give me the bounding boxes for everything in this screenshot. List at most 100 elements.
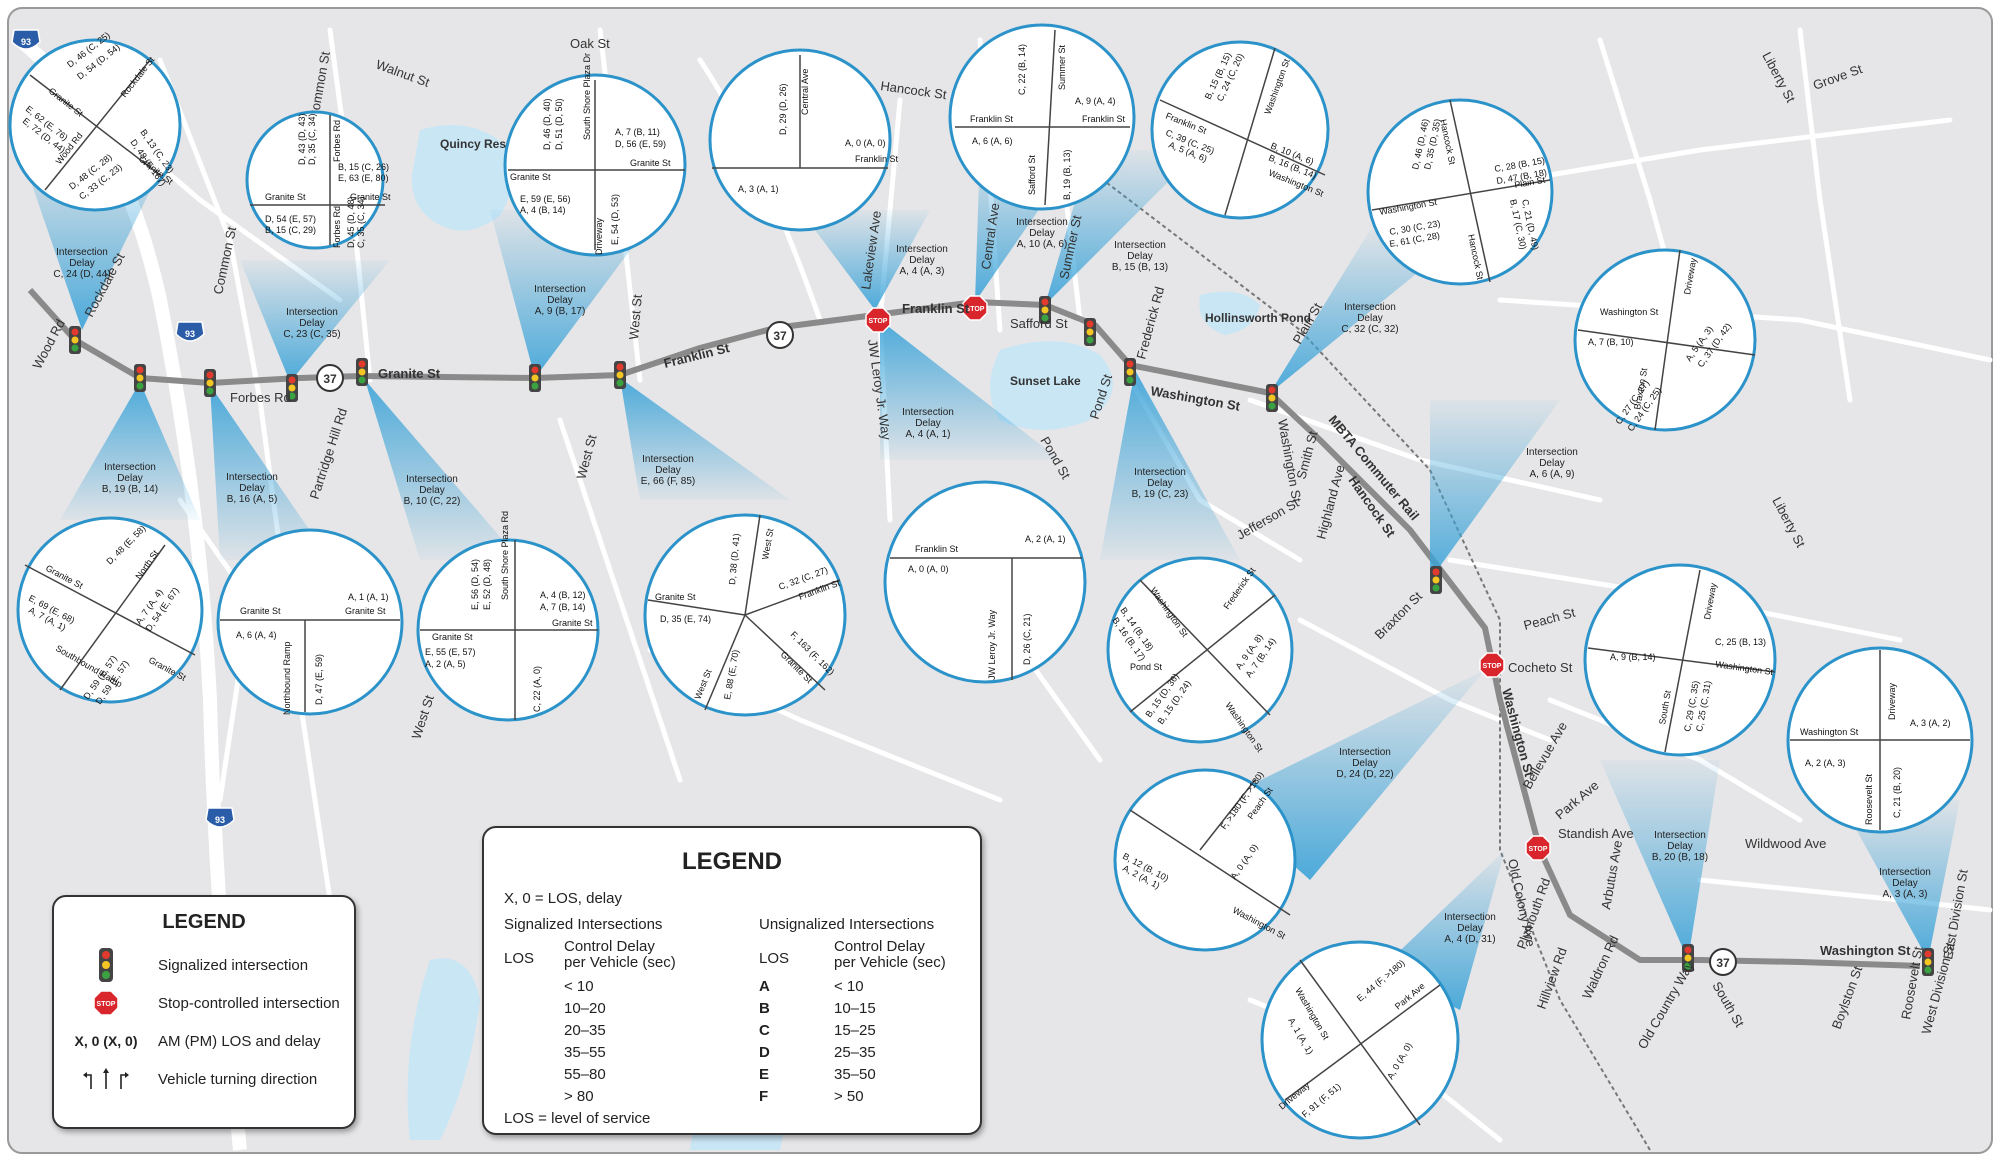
svg-text:Oak St: Oak St bbox=[570, 36, 610, 51]
svg-text:Hollinsworth Pond: Hollinsworth Pond bbox=[1205, 311, 1311, 325]
svg-text:Granite St: Granite St bbox=[240, 606, 281, 616]
circle-plain: D, 46 (D, 46) D, 35 (D, 35) Hancock St C… bbox=[1366, 98, 1554, 286]
circle-partridge: A, 1 (A, 1) Granite St Granite St A, 6 (… bbox=[216, 528, 404, 716]
legend-row-turning: Vehicle turning direction bbox=[54, 1060, 354, 1098]
svg-text:E, 55 (E, 57): E, 55 (E, 57) bbox=[425, 647, 476, 657]
circle-summer: C, 22 (B, 14) Summer St A, 9 (A, 4) Fran… bbox=[948, 23, 1136, 211]
svg-text:C, 22 (A, 0): C, 22 (A, 0) bbox=[532, 666, 542, 712]
svg-text:A, 7 (B, 14): A, 7 (B, 14) bbox=[540, 602, 586, 612]
i93-shields: 93 93 93 bbox=[11, 29, 235, 828]
svg-text:93: 93 bbox=[215, 815, 225, 825]
svg-text:D, 45 (D, 48): D, 45 (D, 48) bbox=[346, 196, 356, 248]
stop-sign-icon: STOP bbox=[76, 989, 136, 1017]
svg-text:Washington St: Washington St bbox=[1800, 727, 1859, 737]
svg-text:STOP: STOP bbox=[97, 1001, 116, 1008]
circle-south: Driveway C, 25 (B, 13) Washington St A, … bbox=[1583, 563, 1777, 757]
legend-los-table: LEGEND X, 0 = LOS, delay Signalized Inte… bbox=[482, 826, 982, 1135]
svg-text:Cocheto St: Cocheto St bbox=[1508, 660, 1573, 675]
svg-text:A, 1 (A, 1): A, 1 (A, 1) bbox=[348, 592, 389, 602]
legend-row-stop: STOP Stop-controlled intersection bbox=[54, 984, 354, 1022]
svg-text:Washington St: Washington St bbox=[1600, 307, 1659, 317]
svg-text:Forbes Rd: Forbes Rd bbox=[332, 120, 342, 162]
intersection-circles: D, 46 (C, 25) D, 54 (D, 54) Rockdale St … bbox=[8, 23, 1974, 1140]
svg-text:Roosevelt St: Roosevelt St bbox=[1864, 773, 1874, 825]
svg-text:D, 51 (D, 50): D, 51 (D, 50) bbox=[554, 98, 564, 150]
svg-text:A, 6 (A, 4): A, 6 (A, 4) bbox=[236, 630, 277, 640]
svg-text:D, 56 (E, 59): D, 56 (E, 59) bbox=[615, 139, 666, 149]
svg-text:37: 37 bbox=[773, 329, 787, 343]
svg-text:C, 35 (C, 34): C, 35 (C, 34) bbox=[356, 196, 366, 248]
svg-text:Northbound Ramp: Northbound Ramp bbox=[282, 641, 292, 715]
svg-text:Central Ave: Central Ave bbox=[800, 69, 810, 115]
svg-text:Franklin St: Franklin St bbox=[970, 114, 1014, 124]
svg-text:D, 43 (D, 43): D, 43 (D, 43) bbox=[297, 113, 307, 165]
callout-cones bbox=[20, 150, 1960, 1010]
svg-text:A, 2 (A, 3): A, 2 (A, 3) bbox=[1805, 758, 1846, 768]
svg-text:Safford St: Safford St bbox=[1027, 155, 1037, 195]
svg-text:A, 7 (B, 11): A, 7 (B, 11) bbox=[615, 127, 660, 137]
svg-text:Forbes Rd: Forbes Rd bbox=[230, 390, 291, 405]
svg-text:A, 4 (B, 14): A, 4 (B, 14) bbox=[520, 205, 566, 215]
svg-text:C, 22 (B, 14): C, 22 (B, 14) bbox=[1017, 44, 1027, 95]
svg-text:South Shore Plaza Dr: South Shore Plaza Dr bbox=[582, 53, 592, 140]
svg-text:D, 54 (E, 57): D, 54 (E, 57) bbox=[265, 214, 316, 224]
svg-text:A, 6 (A, 6): A, 6 (A, 6) bbox=[972, 136, 1013, 146]
svg-text:Safford St: Safford St bbox=[1010, 316, 1068, 331]
svg-text:Franklin St: Franklin St bbox=[1082, 114, 1126, 124]
svg-text:Standish Ave: Standish Ave bbox=[1558, 826, 1634, 841]
svg-text:C, 25 (B, 13): C, 25 (B, 13) bbox=[1715, 637, 1766, 647]
circle-jwleroy: A, 2 (A, 1) Franklin St A, 0 (A, 0) JW L… bbox=[883, 480, 1087, 684]
svg-text:A, 0 (A, 0): A, 0 (A, 0) bbox=[908, 564, 949, 574]
svg-text:A, 3 (A, 1): A, 3 (A, 1) bbox=[738, 184, 779, 194]
legend-los-title: LEGEND bbox=[681, 848, 782, 875]
route-37-shields: 37 37 37 bbox=[316, 321, 1737, 976]
svg-text:D, 47 (E, 59): D, 47 (E, 59) bbox=[314, 654, 324, 705]
svg-text:Granite St: Granite St bbox=[265, 192, 306, 202]
legend-row-los: X, 0 (X, 0) AM (PM) LOS and delay bbox=[74, 1032, 321, 1050]
svg-text:A, 3 (A, 2): A, 3 (A, 2) bbox=[1910, 718, 1951, 728]
svg-text:Franklin St: Franklin St bbox=[855, 154, 899, 164]
svg-text:D, 38 (D, 41): D, 38 (D, 41) bbox=[727, 533, 741, 585]
legend-title: LEGEND bbox=[162, 911, 246, 933]
svg-text:D, 26 (C, 21): D, 26 (C, 21) bbox=[1022, 613, 1032, 665]
svg-text:Driveway: Driveway bbox=[594, 217, 604, 255]
svg-text:B, 15 (C, 29): B, 15 (C, 29) bbox=[265, 225, 316, 235]
circle-forbes: D, 43 (D, 43) D, 35 (C, 34) B, 15 (C, 26… bbox=[245, 110, 391, 250]
route-37-corridor bbox=[27, 287, 1921, 969]
circle-franklin-wash: B, 15 (B, 15) C, 24 (C, 20) Washington S… bbox=[1150, 40, 1330, 220]
circle-braxton: Washington St Driveway A, 7 (B, 10) A, 5… bbox=[1573, 248, 1757, 433]
svg-text:C, 21 (B, 20): C, 21 (B, 20) bbox=[1892, 767, 1902, 818]
circle-peach: F, >180 (F, >180) Peach St B, 12 (B, 10)… bbox=[1113, 768, 1297, 952]
svg-text:Forbes Rd: Forbes Rd bbox=[332, 206, 342, 248]
svg-text:A, 4 (B, 12): A, 4 (B, 12) bbox=[540, 590, 586, 600]
svg-text:A, 2 (A, 5): A, 2 (A, 5) bbox=[425, 659, 466, 669]
circle-rockdale: D, 46 (C, 25) D, 54 (D, 54) Rockdale St … bbox=[8, 30, 182, 212]
circle-south-shore-dr: D, 46 (D, 40) D, 51 (D, 50) South Shore … bbox=[503, 53, 687, 257]
circle-frederick: Washington St Frederick St B, 14 (B, 18)… bbox=[1106, 556, 1294, 754]
svg-text:JW Leroy Jr. Way: JW Leroy Jr. Way bbox=[987, 609, 997, 680]
svg-text:West St: West St bbox=[626, 293, 645, 340]
svg-text:A, 9 (B, 14): A, 9 (B, 14) bbox=[1610, 652, 1656, 662]
svg-text:Franklin St: Franklin St bbox=[915, 544, 959, 554]
svg-text:93: 93 bbox=[185, 329, 195, 339]
legend-row-signal: Signalized intersection bbox=[54, 946, 354, 984]
svg-text:Granite St: Granite St bbox=[350, 192, 391, 202]
